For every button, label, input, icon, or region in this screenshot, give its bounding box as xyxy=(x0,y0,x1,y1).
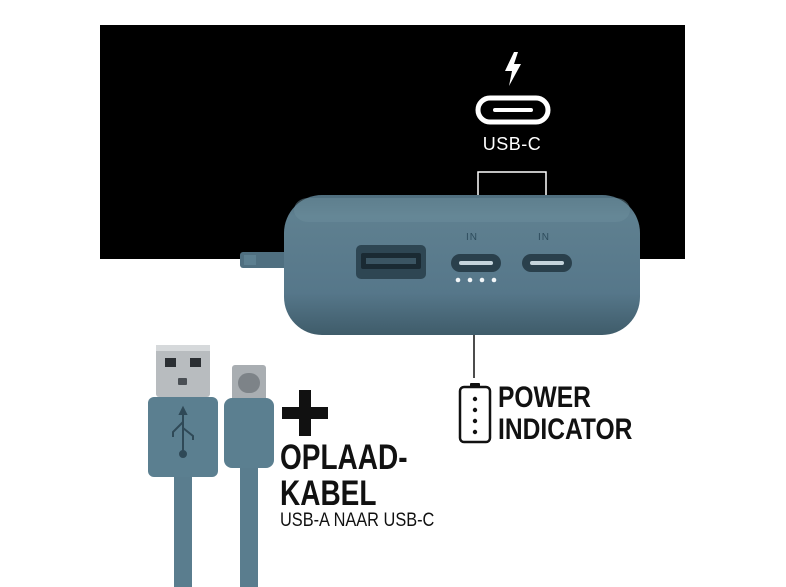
cable-label: OPLAAD- KABEL xyxy=(280,440,408,512)
cable-subtitle: USB-A NAAR USB-C xyxy=(280,510,435,531)
cable-label-line1: OPLAAD- xyxy=(280,438,408,477)
power-indicator-line1: POWER xyxy=(498,381,591,414)
usb-c-label: USB-C xyxy=(482,134,542,154)
lightning-icon xyxy=(505,52,521,86)
usb-cable xyxy=(148,345,274,587)
usb-symbol-icon xyxy=(172,405,194,458)
power-bank xyxy=(240,195,640,335)
battery-icon xyxy=(458,383,492,444)
input-mark-2: IN xyxy=(538,232,550,243)
power-indicator-line2: INDICATOR xyxy=(498,413,633,446)
usb-c-port-icon xyxy=(475,95,551,125)
power-indicator-label: POWER INDICATOR xyxy=(498,382,632,446)
plus-icon xyxy=(282,390,328,436)
cable-label-line2: KABEL xyxy=(280,474,377,513)
input-mark-1: IN xyxy=(466,232,478,243)
